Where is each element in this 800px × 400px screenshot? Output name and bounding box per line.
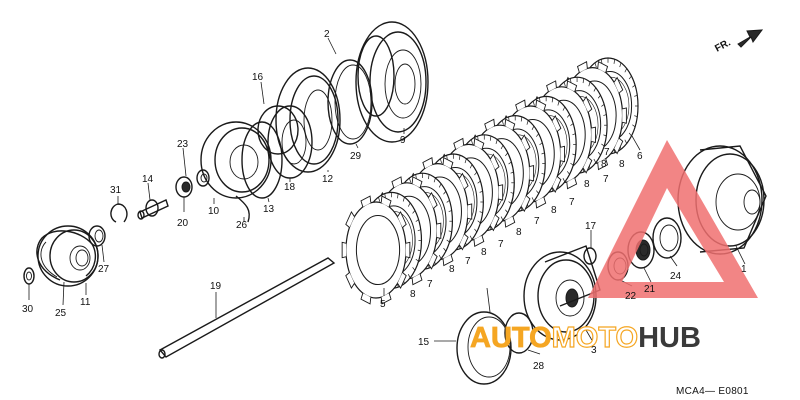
autohub-watermark: AUTOMOTOHUB xyxy=(470,140,758,355)
callout-26: 26 xyxy=(236,220,248,231)
callout-labels: 1 2 3 5 6 7 7 7 7 7 7 7 8 8 8 8 8 8 8 8 … xyxy=(22,29,747,372)
callout-8f: 8 xyxy=(584,179,590,190)
callout-11: 11 xyxy=(80,297,91,308)
callout-6: 6 xyxy=(637,151,643,162)
part-16-seal xyxy=(257,105,299,155)
part-15-snap-ring xyxy=(456,311,512,385)
callout-8a: 8 xyxy=(410,289,416,300)
part-13-retainer xyxy=(241,121,283,199)
callout-31: 31 xyxy=(110,185,122,196)
watermark-moto: MOTO xyxy=(552,322,638,354)
callout-18: 18 xyxy=(284,182,296,193)
callout-29: 29 xyxy=(350,151,362,162)
part-25-snap-ring xyxy=(36,230,97,281)
callout-7c: 7 xyxy=(498,239,504,250)
callout-3: 3 xyxy=(591,345,597,356)
callout-16: 16 xyxy=(252,72,264,83)
front-direction-arrow: FR. xyxy=(713,29,764,55)
drawing-code: MCA4— E0801 xyxy=(676,386,749,397)
callout-8g: 8 xyxy=(601,159,607,170)
part-20-bearing xyxy=(175,176,193,198)
friction-disc xyxy=(341,195,411,305)
callout-7b: 7 xyxy=(465,256,471,267)
callout-7d: 7 xyxy=(534,216,540,227)
arrow-icon xyxy=(737,29,764,48)
callout-8c: 8 xyxy=(481,247,487,258)
callout-10: 10 xyxy=(208,206,220,217)
callout-12: 12 xyxy=(322,174,334,185)
watermark-triangle-icon xyxy=(588,140,758,298)
callout-20: 20 xyxy=(177,218,189,229)
part-29-oring xyxy=(327,59,373,145)
part-28-spring-ring xyxy=(504,312,534,354)
callout-5: 5 xyxy=(380,299,386,310)
callout-28: 28 xyxy=(533,361,545,372)
callout-8d: 8 xyxy=(516,227,522,238)
part-26-spring xyxy=(235,195,250,223)
callout-23: 23 xyxy=(177,139,189,150)
front-direction-label: FR. xyxy=(713,37,733,54)
callout-19: 19 xyxy=(210,281,222,292)
part-2-ring xyxy=(357,35,395,117)
callout-7g: 7 xyxy=(604,147,610,158)
callout-25: 25 xyxy=(55,308,67,319)
part-17-ring xyxy=(583,247,597,265)
callout-8h: 8 xyxy=(619,159,625,170)
callout-7a: 7 xyxy=(427,279,433,290)
callout-13: 13 xyxy=(263,204,275,215)
part-31-circlip xyxy=(110,203,128,223)
callout-21: 21 xyxy=(644,284,656,295)
callout-27: 27 xyxy=(98,264,110,275)
part-19-rod xyxy=(158,257,336,359)
watermark-auto: AUTO xyxy=(470,322,552,354)
callout-22: 22 xyxy=(625,291,637,302)
callout-7f: 7 xyxy=(603,174,609,185)
svg-text:AUTOMOTOHUB: AUTOMOTOHUB xyxy=(470,322,701,354)
part-30-nut xyxy=(23,267,35,285)
callout-24: 24 xyxy=(670,271,682,282)
part-10-cover xyxy=(200,121,272,199)
callout-1: 1 xyxy=(741,264,747,275)
callout-15: 15 xyxy=(418,337,430,348)
clutch-plate-stack xyxy=(341,57,639,305)
callout-8e: 8 xyxy=(551,205,557,216)
callout-17: 17 xyxy=(585,221,597,232)
callout-2: 2 xyxy=(324,29,330,40)
part-9-drum xyxy=(355,21,429,143)
part-24-washer xyxy=(652,217,682,259)
callout-7e: 7 xyxy=(569,197,575,208)
part-27-bearing xyxy=(88,225,106,247)
callout-8b: 8 xyxy=(449,264,455,275)
callout-30: 30 xyxy=(22,304,34,315)
part-12-piston xyxy=(275,67,341,173)
leader-lines xyxy=(28,37,746,355)
callout-9: 9 xyxy=(400,135,406,146)
callout-14: 14 xyxy=(142,174,154,185)
part-11-piston xyxy=(37,225,99,287)
watermark-hub: HUB xyxy=(638,322,701,354)
part-14-shaft xyxy=(137,199,169,220)
